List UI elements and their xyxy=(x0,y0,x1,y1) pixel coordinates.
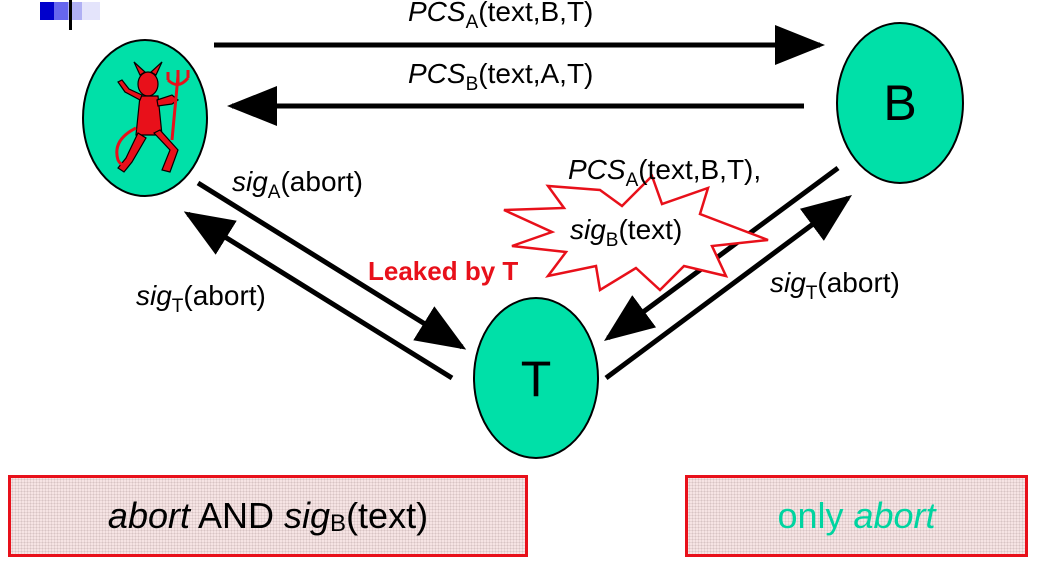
arrow-b-to-t xyxy=(603,165,840,341)
label-sig-t-abort-left: sigT(abort) xyxy=(136,280,266,317)
arrow-t-to-a xyxy=(183,211,454,381)
label-t-to-a-sig: sigB(text) xyxy=(570,214,683,251)
pitchfork-icon xyxy=(166,70,190,141)
node-b-label: B xyxy=(883,75,917,131)
outcome-box-right: only abort xyxy=(685,475,1028,557)
node-t xyxy=(473,297,599,459)
label-sig-t-abort-right: sigT(abort) xyxy=(770,267,900,304)
leak-label: Leaked by T xyxy=(368,256,519,286)
label-pcs-b: PCSB(text,A,T) xyxy=(408,58,594,95)
leak-starburst xyxy=(503,173,769,293)
label-sig-a-abort: sigA(abort) xyxy=(232,166,363,203)
node-t-label: T xyxy=(520,351,552,407)
label-pcs-a: PCSA(text,B,T) xyxy=(408,0,594,33)
node-b xyxy=(836,22,964,184)
label-t-to-a-pcs: PCSA(text,B,T), xyxy=(568,154,762,191)
arrow-t-to-b xyxy=(604,195,853,381)
devil-icon xyxy=(115,61,180,173)
arrow-a-to-t xyxy=(196,180,467,350)
slide-corner-decoration xyxy=(40,0,100,30)
